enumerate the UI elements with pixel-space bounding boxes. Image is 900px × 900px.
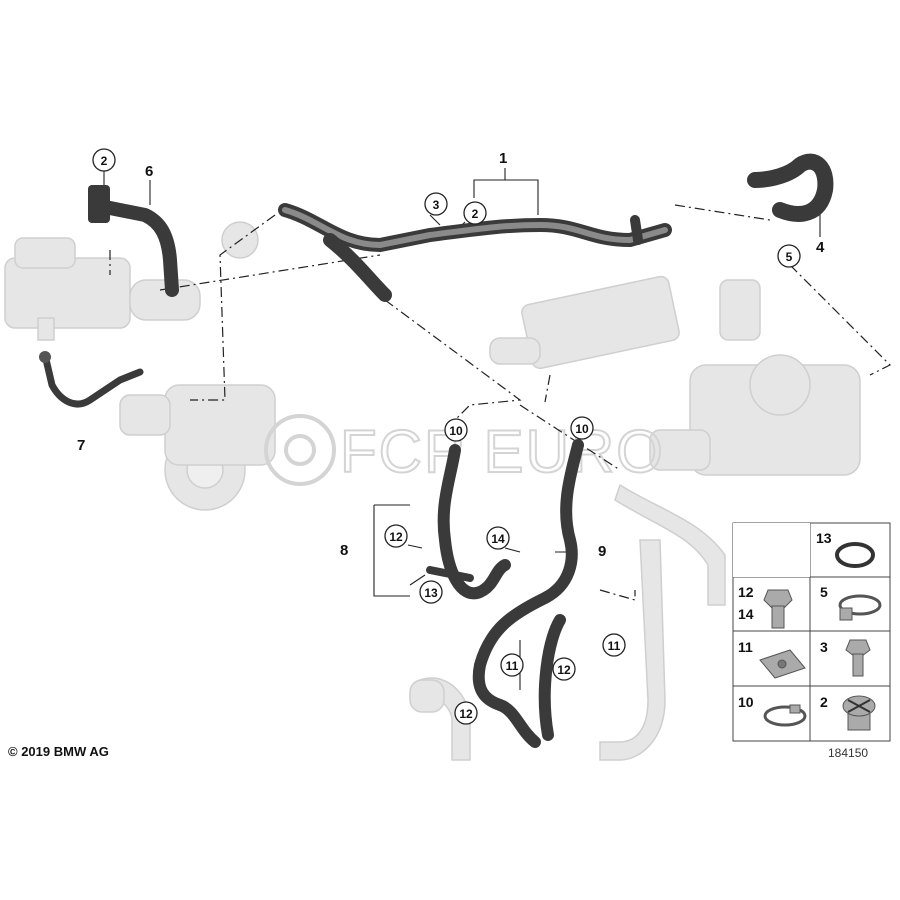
screw-plug-icon [842, 695, 876, 731]
legend-14: 14 [738, 606, 754, 622]
hex-bolt-icon [763, 589, 793, 629]
callout-10a: 10 [449, 424, 463, 438]
parts-legend: 13 12 14 5 11 3 10 2 [732, 522, 891, 742]
diagram-id: 184150 [828, 746, 869, 760]
background-engine-parts [4, 221, 861, 761]
callout-12b: 12 [557, 663, 571, 677]
legend-3: 3 [820, 639, 828, 655]
o-ring-icon [835, 542, 875, 568]
flange-bolt-icon [845, 639, 871, 677]
legend-5: 5 [820, 584, 828, 600]
part-number-9: 9 [598, 543, 606, 560]
part-number-1: 1 [499, 150, 507, 167]
callout-10b: 10 [575, 422, 589, 436]
legend-2: 2 [820, 694, 828, 710]
callout-12a: 12 [389, 530, 403, 544]
watermark: FCP EURO [264, 414, 665, 486]
legend-11: 11 [738, 639, 753, 655]
legend-12: 12 [738, 584, 754, 600]
callout-13: 13 [424, 586, 438, 600]
callout-14: 14 [491, 532, 505, 546]
callout-11a: 11 [608, 639, 621, 653]
legend-13: 13 [816, 530, 832, 546]
clip-nut-icon [759, 649, 806, 679]
hose-assemblies [39, 153, 834, 748]
callout-11b: 11 [506, 659, 519, 673]
part-number-7: 7 [77, 437, 85, 454]
copyright-notice: © 2019 BMW AG [8, 744, 109, 759]
callout-2b: 2 [472, 207, 479, 221]
callouts [92, 148, 801, 725]
part-number-8: 8 [340, 542, 348, 559]
part-numbers: 1 6 4 7 8 9 [77, 150, 825, 560]
hose-clamp-icon [838, 594, 882, 621]
part-number-4: 4 [816, 239, 825, 256]
callout-3: 3 [433, 198, 440, 212]
callout-5: 5 [786, 250, 793, 264]
part-number-6: 6 [145, 163, 153, 180]
svg-text:FCP EURO: FCP EURO [340, 418, 665, 485]
callout-labels: 2 2 3 5 10 10 12 14 13 11 11 12 12 [101, 154, 793, 721]
callout-2a: 2 [101, 154, 108, 168]
spring-clamp-icon [763, 704, 807, 727]
callout-12c: 12 [459, 707, 473, 721]
legend-10: 10 [738, 694, 754, 710]
